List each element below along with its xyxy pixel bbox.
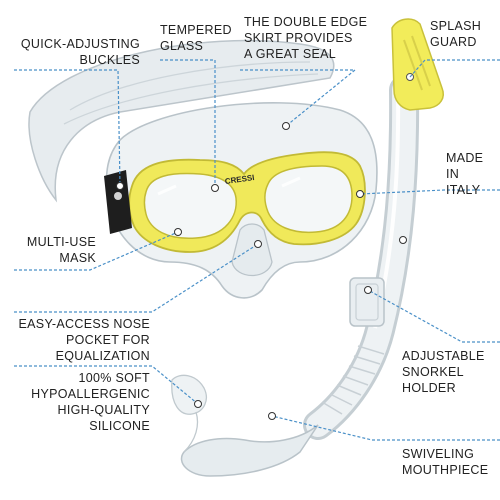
snorkel-flex-section bbox=[321, 345, 385, 415]
label-multi-use-mask: MULTI-USE MASK bbox=[26, 235, 96, 265]
callout-lines bbox=[14, 59, 500, 441]
callout-dot bbox=[282, 122, 290, 130]
nose-pocket bbox=[231, 223, 273, 276]
callout-dot bbox=[364, 286, 372, 294]
callout-dot bbox=[268, 412, 276, 420]
label-tempered-glass: TEMPERED GLASS bbox=[160, 23, 232, 53]
label-made-in-italy: MADE IN ITALY bbox=[446, 151, 484, 197]
label-swiveling-mouthpiece: SWIVELING MOUTHPIECE bbox=[402, 447, 489, 477]
callout-dot bbox=[194, 400, 202, 408]
callout-dots bbox=[116, 122, 407, 420]
mask: CRESSI bbox=[28, 39, 378, 299]
label-adjustable-snorkel-holder: ADJUSTABLE SNORKEL HOLDER bbox=[402, 349, 485, 395]
snorkel-holder bbox=[349, 277, 385, 327]
callout-dot bbox=[174, 228, 182, 236]
callout-dot bbox=[211, 184, 219, 192]
label-splash-guard: SPLASH GUARD bbox=[430, 19, 482, 49]
label-easy-access-nose-pocket: EASY-ACCESS NOSE POCKET FOR EQUALIZATION bbox=[18, 317, 150, 363]
label-double-edge-skirt: THE DOUBLE EDGE SKIRT PROVIDES A GREAT S… bbox=[244, 15, 368, 61]
right-lens bbox=[264, 165, 353, 234]
brand-mark: CRESSI bbox=[224, 173, 255, 186]
label-quick-adjusting-buckles: QUICK-ADJUSTING BUCKLES bbox=[20, 37, 140, 67]
callout-dot bbox=[356, 190, 364, 198]
mask-strap bbox=[28, 39, 335, 203]
callout-dot bbox=[254, 240, 262, 248]
left-lens bbox=[143, 172, 237, 239]
snorkel-mouthpiece bbox=[171, 374, 319, 477]
callout-dot bbox=[116, 182, 124, 190]
label-soft-silicone: 100% SOFT HYPOALLERGENIC HIGH-QUALITY SI… bbox=[31, 371, 150, 433]
buckle bbox=[104, 170, 132, 234]
callout-dot bbox=[399, 236, 407, 244]
splash-guard bbox=[391, 18, 444, 111]
